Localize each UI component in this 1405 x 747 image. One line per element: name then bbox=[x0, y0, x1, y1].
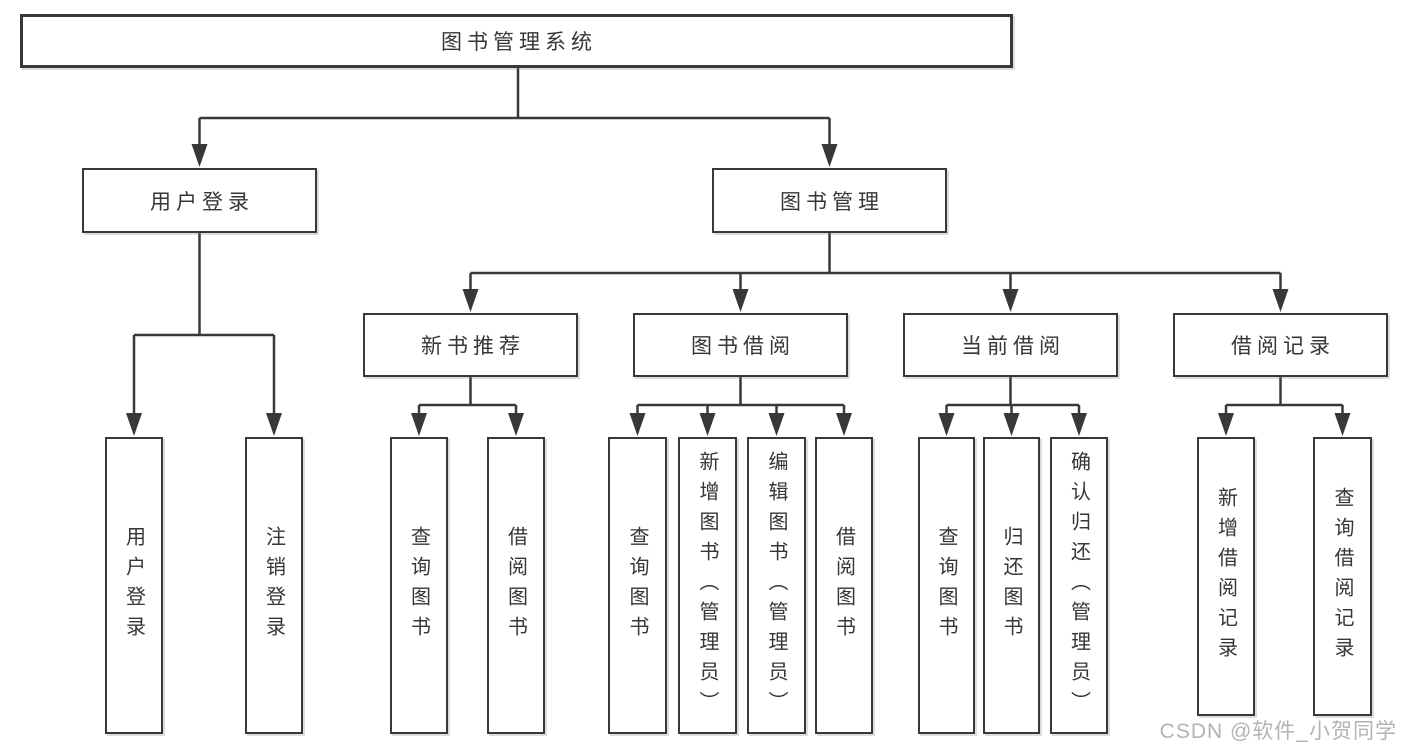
node-borrowing-records: 借阅记录 bbox=[1173, 313, 1388, 377]
leaf-return-books-label: 归还图书 bbox=[1000, 525, 1022, 646]
leaf-add-books-admin-label: 新增图书（管理员） bbox=[696, 450, 718, 721]
leaf-borrow-books-recommend: 借阅图书 bbox=[487, 437, 545, 734]
node-book-borrowing-label: 图书借阅 bbox=[691, 335, 795, 358]
leaf-edit-books-admin: 编辑图书（管理员） bbox=[747, 437, 806, 734]
node-user-login: 用户登录 bbox=[82, 168, 317, 233]
leaf-borrow-books-borrowing-label: 借阅图书 bbox=[832, 525, 855, 646]
node-new-book-recommend-label: 新书推荐 bbox=[421, 335, 525, 358]
leaf-query-borrow-record: 查询借阅记录 bbox=[1313, 437, 1372, 716]
leaf-query-borrow-record-label: 查询借阅记录 bbox=[1331, 486, 1353, 667]
node-user-login-label: 用户登录 bbox=[150, 190, 254, 214]
leaf-add-borrow-record-label: 新增借阅记录 bbox=[1214, 486, 1237, 667]
node-book-borrowing: 图书借阅 bbox=[633, 313, 848, 377]
leaf-edit-books-admin-label: 编辑图书（管理员） bbox=[765, 450, 787, 721]
leaf-user-login: 用户登录 bbox=[105, 437, 163, 734]
leaf-user-login-label: 用户登录 bbox=[122, 525, 145, 646]
node-current-borrowing: 当前借阅 bbox=[903, 313, 1118, 377]
node-current-borrowing-label: 当前借阅 bbox=[961, 335, 1065, 358]
leaf-query-books-current: 查询图书 bbox=[918, 437, 975, 734]
leaf-logout-login: 注销登录 bbox=[245, 437, 303, 734]
leaf-confirm-return-admin: 确认归还（管理员） bbox=[1050, 437, 1108, 734]
leaf-return-books: 归还图书 bbox=[983, 437, 1040, 734]
node-borrowing-records-label: 借阅记录 bbox=[1231, 335, 1335, 358]
leaf-query-books-recommend: 查询图书 bbox=[390, 437, 448, 734]
leaf-add-borrow-record: 新增借阅记录 bbox=[1197, 437, 1255, 716]
node-library-system-label: 图书管理系统 bbox=[441, 31, 597, 54]
node-library-system: 图书管理系统 bbox=[20, 14, 1013, 68]
leaf-query-books-current-label: 查询图书 bbox=[935, 525, 957, 646]
leaf-confirm-return-admin-label: 确认归还（管理员） bbox=[1067, 450, 1090, 721]
leaf-query-books-recommend-label: 查询图书 bbox=[407, 525, 430, 646]
leaf-borrow-books-borrowing: 借阅图书 bbox=[815, 437, 873, 734]
csdn-watermark: CSDN @软件_小贺同学 bbox=[1159, 720, 1397, 743]
leaf-borrow-books-recommend-label: 借阅图书 bbox=[504, 525, 527, 646]
node-book-management: 图书管理 bbox=[712, 168, 947, 233]
leaf-add-books-admin: 新增图书（管理员） bbox=[678, 437, 737, 734]
node-book-management-label: 图书管理 bbox=[780, 190, 884, 214]
node-new-book-recommend: 新书推荐 bbox=[363, 313, 578, 377]
leaf-query-books-borrowing: 查询图书 bbox=[608, 437, 667, 734]
leaf-logout-login-label: 注销登录 bbox=[262, 525, 285, 646]
leaf-query-books-borrowing-label: 查询图书 bbox=[626, 525, 648, 646]
